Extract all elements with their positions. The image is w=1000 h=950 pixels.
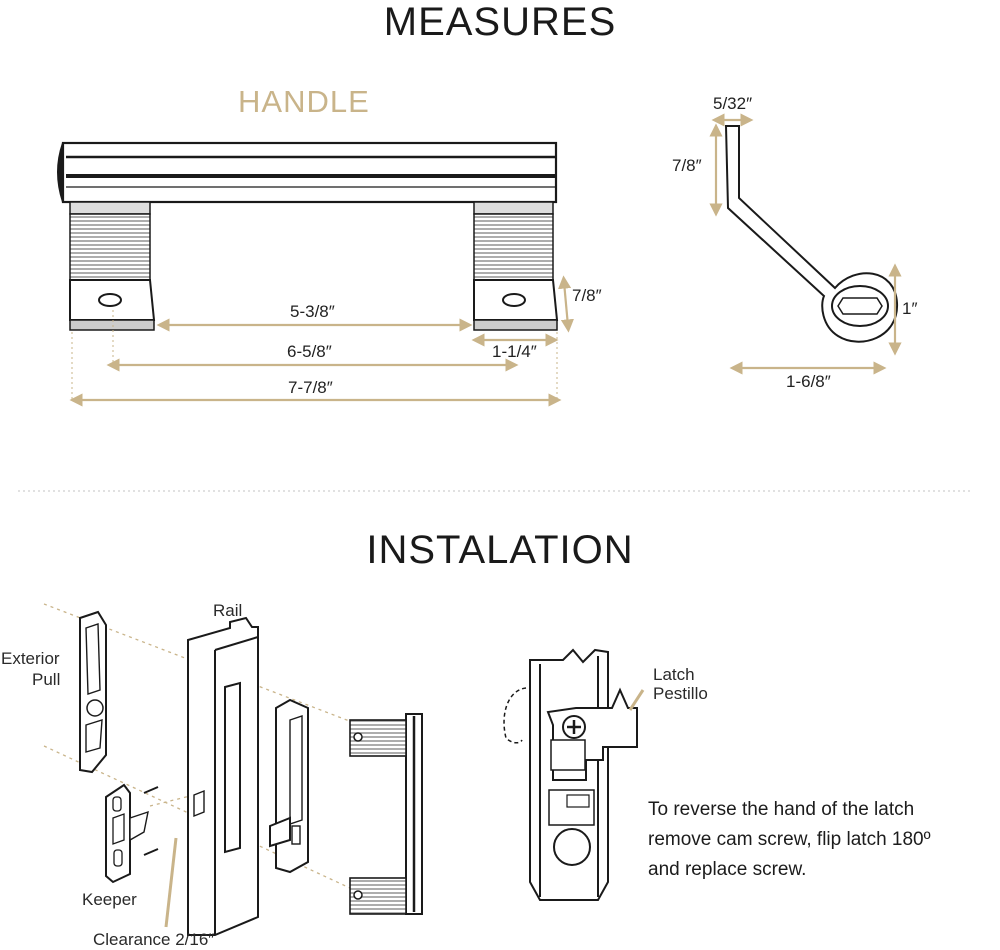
handle-subtitle: HANDLE [238, 84, 370, 119]
latch-dimension-lines [709, 113, 902, 375]
instruction-line-3: and replace screw. [648, 859, 807, 880]
label-exterior-pull-line1: Exterior [1, 649, 60, 668]
label-keeper: Keeper [82, 890, 137, 909]
instruction-line-1: To reverse the hand of the latch [648, 799, 915, 820]
rail-part [187, 616, 259, 936]
dim-foot-height: 7/8″ [572, 286, 602, 305]
handle-drawing [57, 141, 559, 331]
handle-dimension-lines [69, 275, 574, 407]
dim-top-height: 7/8″ [672, 156, 702, 175]
keeper-part [105, 783, 159, 884]
latch-callout-line [628, 689, 645, 711]
label-rail: Rail [213, 601, 243, 620]
label-exterior-pull-line2: Pull [32, 670, 61, 689]
latch-profile-drawing [724, 125, 899, 343]
installation-title: INSTALATION [366, 528, 634, 572]
label-clearance: Clearance 2/16″ [93, 930, 215, 949]
dim-thickness: 5/32″ [713, 94, 753, 113]
dim-hole-span: 6-5/8″ [287, 342, 332, 361]
latch-detail-drawing [503, 648, 638, 901]
clearance-callout-line [164, 837, 178, 928]
interior-handle-part [349, 713, 423, 915]
dim-length: 1-6/8″ [786, 372, 831, 391]
exterior-pull-part [79, 610, 107, 774]
label-latch-line2: Pestillo [653, 684, 708, 703]
measures-title: MEASURES [383, 0, 617, 44]
dim-inner-span: 5-3/8″ [290, 302, 335, 321]
instruction-line-2: remove cam screw, flip latch 180º [648, 829, 931, 850]
dim-ring-height: 1″ [902, 299, 918, 318]
dim-overall: 7-7/8″ [288, 378, 333, 397]
label-latch-line1: Latch [653, 665, 695, 684]
dim-foot-width: 1-1/4″ [492, 342, 537, 361]
latch-assembly-part [269, 698, 309, 874]
